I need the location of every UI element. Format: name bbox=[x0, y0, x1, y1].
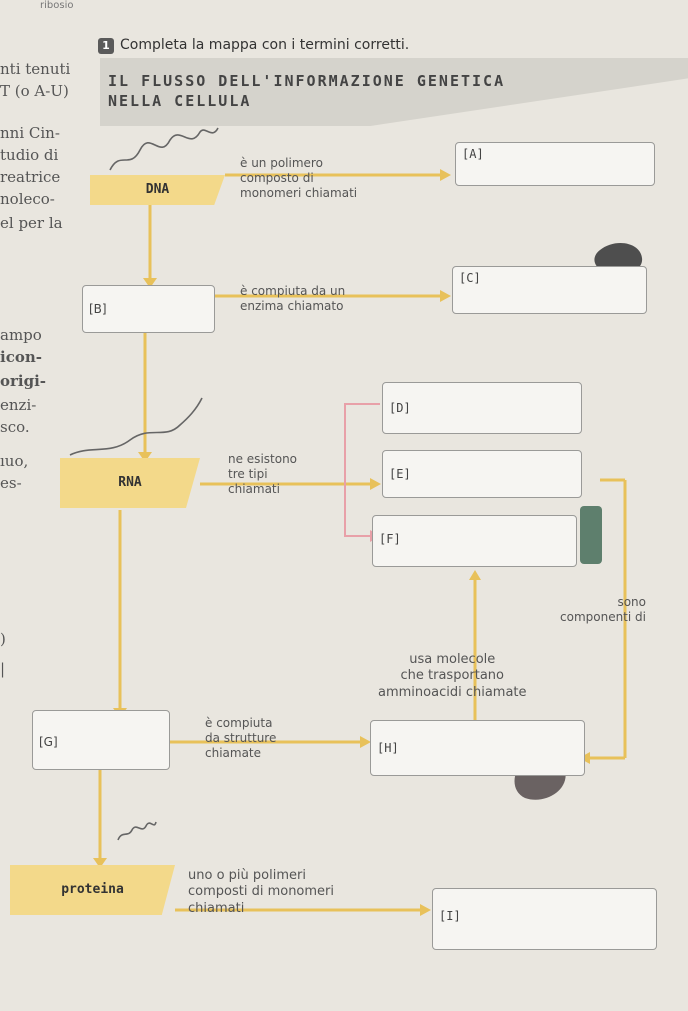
page-title-line1: IL FLUSSO DELL'INFORMAZIONE GENETICA bbox=[108, 72, 506, 90]
edge-text-2: T (o A-U) bbox=[0, 82, 69, 100]
edge-text-9: icon- bbox=[0, 348, 42, 366]
edge-text-4: tudio di bbox=[0, 146, 59, 164]
edge-text-8: ampo bbox=[0, 326, 42, 344]
answer-box-d[interactable]: [D] bbox=[382, 382, 582, 434]
rna-label: RNA bbox=[60, 458, 200, 508]
answer-box-c[interactable]: [C] bbox=[452, 266, 647, 314]
torn-text: ribosio bbox=[40, 0, 74, 11]
exercise-number-badge: 1 bbox=[98, 38, 114, 54]
connector-components: sono componenti di bbox=[560, 595, 646, 624]
connector-structures: è compiuta da strutture chiamate bbox=[205, 716, 277, 760]
edge-text-10: origi- bbox=[0, 372, 47, 390]
edge-text-6: noleco- bbox=[0, 190, 55, 208]
connector-polymer: è un polimero composto di monomeri chiam… bbox=[240, 156, 358, 200]
dna-label: DNA bbox=[90, 175, 225, 205]
edge-text-5: reatrice bbox=[0, 168, 61, 186]
edge-text-16: | bbox=[0, 660, 6, 678]
page-title-line2: NELLA CELLULA bbox=[108, 92, 252, 110]
edge-text-7: el per la bbox=[0, 214, 63, 232]
node-g: [G] bbox=[32, 710, 170, 770]
edge-text-13: ıuo, bbox=[0, 452, 29, 470]
connector-protein-polymers: uno o più polimeri composti di monomeri … bbox=[188, 868, 335, 916]
edge-text-15: ) bbox=[0, 630, 6, 648]
connector-uses-molecules: usa molecole che trasportano amminoacidi… bbox=[378, 652, 527, 700]
edge-text-3: nni Cin- bbox=[0, 124, 60, 142]
edge-text-11: enzi- bbox=[0, 396, 37, 414]
node-b: [B] bbox=[82, 285, 215, 333]
answer-box-e[interactable]: [E] bbox=[382, 450, 582, 498]
edge-text-14: es- bbox=[0, 474, 22, 492]
answer-box-f[interactable]: [F] bbox=[372, 515, 577, 567]
connector-rna-types: ne esistono tre tipi chiamati bbox=[228, 452, 298, 496]
protein-label: proteina bbox=[10, 865, 175, 915]
answer-box-a[interactable]: [A] bbox=[455, 142, 655, 186]
instruction-text: Completa la mappa con i termini corretti… bbox=[120, 37, 410, 53]
connector-enzyme: è compiuta da un enzima chiamato bbox=[240, 284, 346, 313]
trna-shape bbox=[580, 506, 602, 564]
answer-box-i[interactable]: [I] bbox=[432, 888, 657, 950]
edge-text-12: sco. bbox=[0, 418, 30, 436]
edge-text-1: nti tenuti bbox=[0, 60, 71, 78]
answer-box-h[interactable]: [H] bbox=[370, 720, 585, 776]
